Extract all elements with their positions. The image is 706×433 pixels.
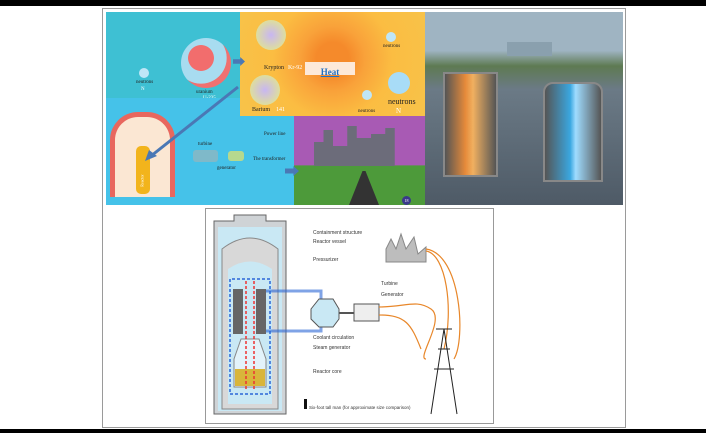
figure-frame: neutrons N uranium U-235 Krypton Kr-92 B…	[102, 8, 626, 428]
man-icon	[304, 399, 307, 409]
plant-building	[507, 42, 552, 56]
label-reactor-core: Reactor core	[313, 369, 342, 375]
bottom-black-bar	[0, 429, 706, 433]
heat-box: Heat	[305, 62, 355, 77]
neutrons-label: neutrons	[136, 80, 154, 85]
neutron-symbol: N	[141, 87, 145, 92]
barium-nucleus-icon	[250, 75, 280, 105]
fission-panel: Krypton Kr-92 Barium 141 Heat neutrons n…	[240, 12, 425, 116]
skyline-icon	[314, 126, 395, 166]
reactor-vessel-blue	[543, 82, 603, 182]
transformer-label: The transformer	[253, 157, 286, 162]
barium-number: 141	[276, 107, 285, 113]
label-generator: Generator	[381, 292, 404, 298]
krypton-label: Krypton	[264, 65, 284, 71]
reactor-label: Reactor	[139, 174, 145, 187]
reactor-diagram-drawing	[213, 214, 461, 415]
man-caption: Six-foot tall man (for approximate size …	[309, 405, 411, 410]
neutron-icon	[139, 68, 149, 78]
neutron-big-icon	[388, 72, 410, 94]
label-pressurizer: Pressurizer	[313, 257, 339, 263]
neutrons-label: neutrons	[358, 109, 376, 114]
neutrons-label: neutrons	[383, 44, 401, 49]
label-turbine: Turbine	[381, 281, 398, 287]
power-line-label: Power line	[264, 132, 286, 137]
heat-label: Heat	[320, 67, 340, 77]
road-icon	[349, 171, 379, 205]
reactor-photo-panel	[425, 12, 623, 205]
label-reactor-vessel: Reactor vessel	[313, 239, 347, 245]
turbine-label: turbine	[198, 142, 213, 147]
top-black-bar	[0, 0, 706, 6]
neutron-icon	[362, 90, 372, 100]
reactor-vessel-orange	[443, 72, 498, 177]
label-steam-generator: Steam generator	[313, 345, 351, 351]
page-badge: 18	[402, 196, 411, 205]
barium-label: Barium	[252, 107, 270, 113]
arrow-icon	[285, 166, 299, 176]
uranium-nucleus-icon	[181, 38, 231, 88]
uranium-panel: neutrons N uranium U-235	[106, 12, 240, 101]
neutron-symbol: N	[396, 107, 402, 115]
krypton-nucleus-icon	[256, 20, 286, 50]
generator-icon	[228, 151, 244, 161]
turbine-icon	[193, 150, 218, 162]
label-coolant-circulation: Coolant circulation	[313, 335, 355, 341]
krypton-symbol: Kr-92	[288, 65, 303, 71]
uranium-label: uranium	[196, 90, 213, 95]
blue-arrow-icon	[145, 85, 239, 161]
label-containment-structure: Containment structure	[313, 230, 363, 236]
reactor-diagram: Containment structure Reactor vessel Pre…	[205, 208, 494, 424]
arrow-icon	[233, 57, 245, 66]
city-panel: 18	[294, 116, 425, 205]
neutron-icon	[386, 32, 396, 42]
neutrons-label-big: neutrons	[388, 97, 416, 106]
generator-label: generator	[217, 166, 236, 171]
